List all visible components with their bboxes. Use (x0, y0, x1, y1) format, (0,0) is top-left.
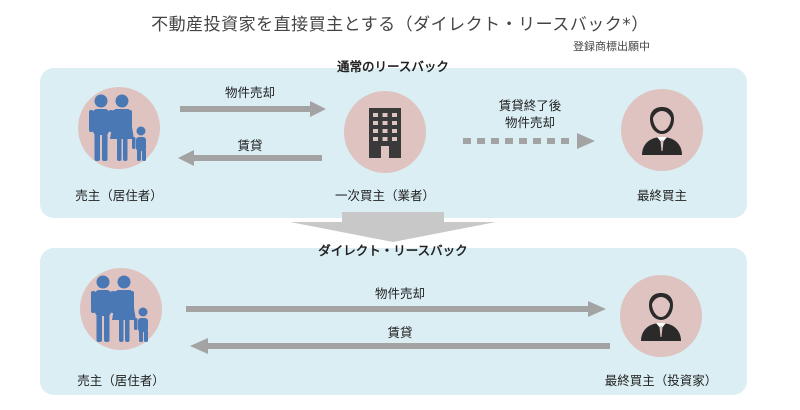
bottom-sale-arrow (186, 301, 606, 317)
bottom-lease-arrow-label: 賃貸 (387, 325, 413, 340)
after-lease-label-line1: 賃貸終了後 (498, 98, 562, 113)
seller-family-node (78, 87, 160, 169)
primary-buyer-node (344, 91, 426, 173)
page-title: 不動産投資家を直接買主とする（ダイレクト・リースバック*） (151, 15, 649, 35)
seller-family-node-bottom (80, 268, 162, 350)
bottom-sale-arrow-label: 物件売却 (374, 286, 425, 301)
trademark-note: 登録商標出願中 (573, 40, 650, 53)
investor-buyer-node (620, 275, 702, 357)
building-icon (369, 108, 401, 158)
after-lease-sale-dotted-arrow (463, 133, 595, 149)
final-buyer-label: 最終買主 (636, 188, 687, 203)
businessman-icon (641, 293, 681, 341)
businessman-icon (642, 107, 682, 155)
primary-buyer-label: 一次買主（業者） (334, 188, 435, 203)
top-lease-arrow-label: 賃貸 (237, 138, 263, 153)
normal-leaseback-label: 通常のリースバック (337, 59, 449, 74)
top-sale-arrow (180, 101, 326, 117)
top-sale-arrow-label: 物件売却 (224, 85, 275, 100)
direct-leaseback-label: ダイレクト・リースバック (318, 243, 468, 258)
top-lease-arrow (178, 150, 322, 166)
seller-label-bottom: 売主（居住者） (77, 373, 165, 388)
family-icon (89, 94, 146, 161)
after-lease-label-line2: 物件売却 (504, 115, 555, 130)
seller-label: 売主（居住者） (75, 188, 163, 203)
final-buyer-node (621, 89, 703, 171)
family-icon (91, 275, 148, 342)
bottom-lease-arrow (190, 338, 610, 354)
transition-down-arrow (290, 212, 496, 242)
investor-buyer-label: 最終買主（投資家） (604, 373, 718, 388)
